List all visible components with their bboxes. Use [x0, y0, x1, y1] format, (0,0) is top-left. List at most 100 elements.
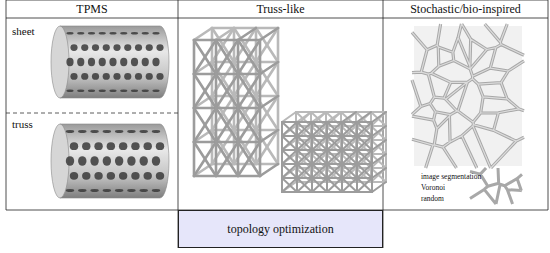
strut [385, 112, 387, 182]
strut [327, 150, 342, 164]
strut [194, 141, 216, 144]
strut [371, 126, 386, 140]
strut [357, 178, 372, 192]
pore [124, 73, 131, 80]
strut [371, 112, 386, 126]
strut [260, 130, 278, 142]
pore [66, 58, 73, 66]
pore [70, 44, 77, 51]
pore [127, 189, 135, 192]
strut [194, 39, 216, 42]
strut [282, 150, 297, 164]
pore [90, 189, 98, 192]
method-note: Voronoi [421, 183, 445, 192]
strut [342, 122, 357, 136]
pore [119, 142, 127, 150]
pore [66, 32, 73, 35]
pore [99, 32, 106, 35]
strut [341, 150, 343, 164]
strut [194, 73, 216, 76]
strut [282, 122, 297, 136]
strut [341, 136, 343, 150]
strut [311, 164, 313, 178]
strut [260, 164, 278, 176]
strut [297, 150, 312, 164]
pore [66, 156, 74, 166]
foam-struts [412, 24, 524, 168]
pore [70, 73, 77, 80]
strut [312, 150, 327, 164]
strut [296, 178, 298, 192]
pore [120, 32, 127, 35]
pore [115, 130, 123, 133]
strut [281, 122, 283, 136]
pore [135, 44, 142, 51]
pore [144, 142, 152, 150]
strut [342, 150, 357, 164]
strut [297, 178, 312, 192]
strut [312, 112, 326, 122]
strut [312, 136, 327, 150]
strut [372, 154, 386, 164]
strut [238, 142, 260, 176]
strut [194, 40, 216, 74]
strut [216, 142, 238, 176]
pore [99, 90, 106, 93]
pore [115, 189, 123, 192]
pore [135, 73, 142, 80]
strut [371, 154, 386, 168]
strut [371, 154, 386, 168]
pore [82, 142, 90, 150]
strut [341, 122, 343, 136]
strut [259, 40, 262, 176]
pore [124, 44, 131, 51]
strut [282, 121, 297, 123]
pore [77, 58, 84, 66]
pore [152, 90, 159, 93]
strut [260, 62, 278, 74]
strut [215, 142, 218, 176]
pore [131, 32, 138, 35]
pore [146, 44, 153, 51]
strut [238, 107, 260, 110]
strut [312, 122, 327, 136]
strut [312, 150, 327, 164]
strut [194, 40, 216, 74]
pore [113, 44, 120, 51]
strut [327, 136, 342, 150]
strut [282, 164, 297, 178]
strut [260, 28, 278, 40]
strut [357, 112, 371, 122]
strut [282, 149, 297, 151]
strut [342, 136, 357, 150]
strut [216, 141, 238, 144]
pore [131, 58, 138, 66]
strut [194, 108, 216, 142]
strut [372, 168, 386, 178]
strut [311, 122, 313, 136]
strut [297, 121, 312, 123]
pore [88, 90, 95, 93]
strut [356, 178, 358, 192]
pore [66, 189, 74, 192]
strut [216, 107, 238, 110]
strut [327, 135, 342, 137]
strut [341, 164, 343, 178]
strut [216, 108, 238, 142]
pore [109, 58, 116, 66]
category-cell-text: sheet [12, 25, 35, 37]
strut [357, 164, 372, 178]
strut [357, 150, 372, 164]
strut [281, 150, 283, 164]
pore [81, 44, 88, 51]
strut [296, 136, 298, 150]
voronoi-foam [412, 24, 524, 204]
strut [237, 74, 240, 108]
pore [77, 90, 84, 93]
strut [238, 74, 260, 108]
strut [194, 142, 216, 176]
pore [103, 189, 111, 192]
pore [156, 44, 163, 51]
strut [296, 122, 298, 136]
